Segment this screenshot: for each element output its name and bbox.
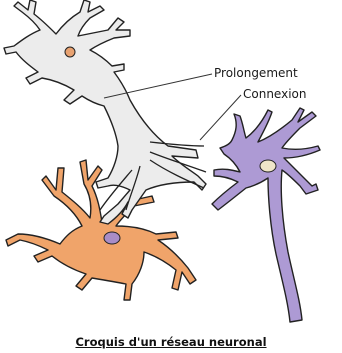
connexion-label: Connexion [243, 87, 307, 101]
purple-neuron [212, 108, 320, 322]
gray-neuron-nucleus [65, 47, 75, 57]
purple-neuron-body [212, 108, 320, 322]
figure-caption: Croquis d'un réseau neuronal [0, 335, 342, 349]
purple-neuron-nucleus [260, 160, 276, 172]
orange-neuron-nucleus [104, 232, 120, 244]
gray-neuron-body [4, 0, 206, 224]
gray-neuron [4, 0, 206, 224]
prolongement-label: Prolongement [214, 66, 298, 80]
